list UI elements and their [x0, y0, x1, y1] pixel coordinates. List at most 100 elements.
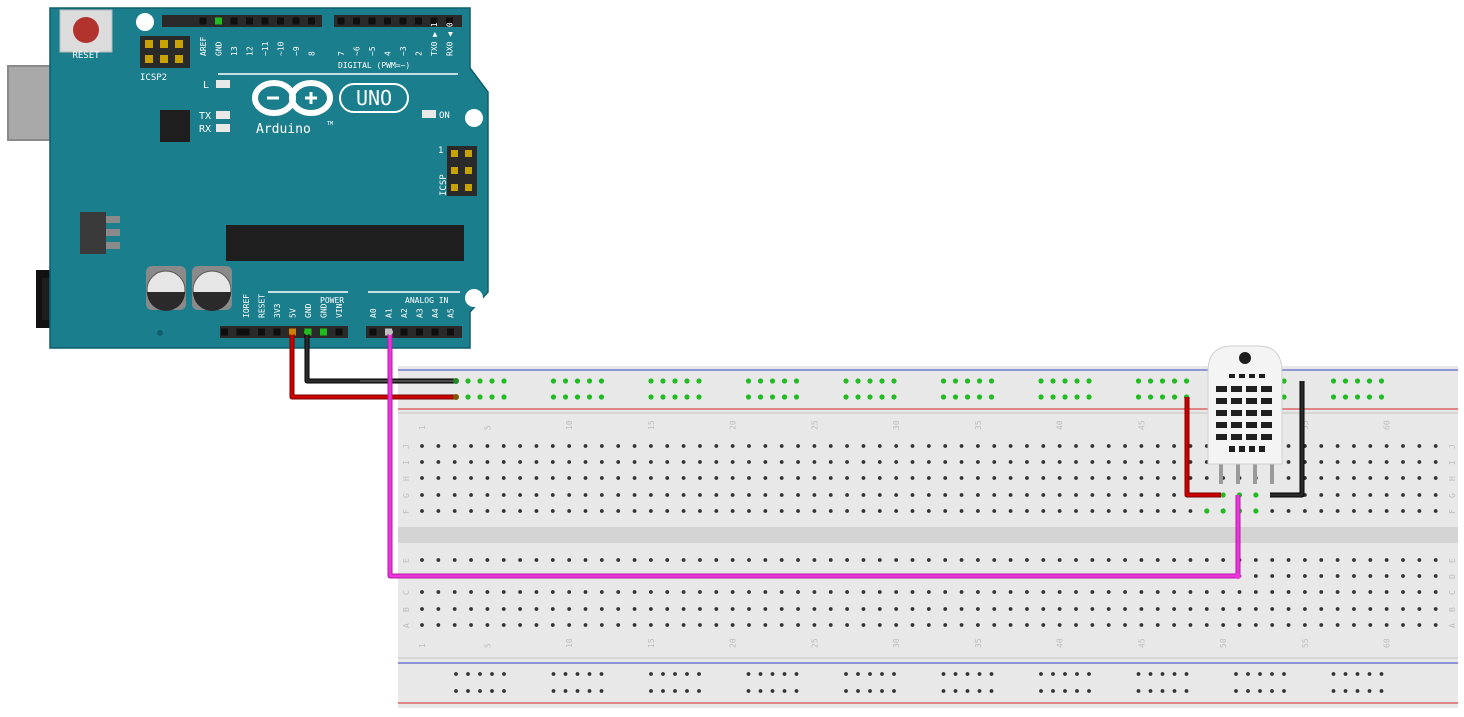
- rail-hole: [1087, 672, 1091, 676]
- rail-hole: [574, 394, 581, 400]
- breadboard-hole: [1253, 574, 1258, 578]
- breadboard-hole: [550, 493, 555, 497]
- sensor-vent: [1231, 434, 1242, 440]
- breadboard-hole: [877, 444, 882, 448]
- breadboard-hole: [501, 607, 506, 611]
- breadboard-hole: [1123, 509, 1127, 513]
- breadboard-hole: [436, 558, 441, 562]
- column-number: 55: [1301, 420, 1310, 430]
- breadboard-hole: [1041, 444, 1046, 448]
- breadboard-hole: [698, 460, 702, 464]
- breadboard-hole: [959, 509, 964, 513]
- breadboard-hole: [1074, 623, 1078, 627]
- breadboard-hole: [976, 558, 980, 562]
- rail-hole: [696, 394, 702, 400]
- breadboard-hole: [420, 493, 424, 497]
- header-pin: [384, 17, 391, 25]
- rail-hole: [465, 394, 471, 400]
- breadboard-hole: [812, 444, 817, 448]
- breadboard-hole: [1335, 574, 1340, 578]
- led-rx: [216, 124, 230, 132]
- header-pin: [277, 17, 284, 25]
- breadboard-hole: [992, 460, 997, 464]
- icsp2-header: [140, 36, 190, 68]
- breadboard-hole: [632, 444, 637, 448]
- rail-hole: [1148, 689, 1153, 693]
- breadboard-hole: [1188, 558, 1193, 562]
- led-tx: [216, 111, 230, 119]
- breadboard-hole: [926, 607, 931, 611]
- rail-hole: [965, 672, 970, 676]
- reset-button-cap[interactable]: [73, 17, 99, 43]
- sensor-vent: [1261, 410, 1272, 416]
- rail-hole: [952, 394, 959, 400]
- rail-hole: [1183, 378, 1190, 384]
- rail-hole: [1234, 689, 1238, 693]
- pin-label: ~5: [368, 46, 377, 56]
- breadboard-hole: [599, 493, 604, 497]
- breadboard-hole: [845, 558, 849, 562]
- breadboard-hole: [436, 623, 441, 627]
- breadboard-hole: [1221, 558, 1226, 562]
- breadboard-hole: [1319, 558, 1324, 562]
- breadboard-hole: [649, 493, 653, 497]
- breadboard-hole: [1139, 623, 1144, 627]
- column-number: 30: [892, 420, 901, 430]
- breadboard-hole: [1041, 493, 1046, 497]
- breadboard-hole: [1368, 444, 1373, 448]
- breadboard-hole: [1025, 460, 1029, 464]
- rail-hole: [940, 378, 947, 384]
- breadboard-hole: [1172, 476, 1176, 480]
- breadboard-hole: [1057, 493, 1062, 497]
- pin-label: VIN: [335, 303, 344, 318]
- rail-hole: [673, 672, 677, 676]
- breadboard-hole: [861, 558, 866, 562]
- breadboard-hole: [583, 476, 588, 480]
- breadboard-hole: [469, 607, 473, 611]
- breadboard-hole: [714, 607, 719, 611]
- breadboard-hole: [501, 509, 506, 513]
- breadboard-hole: [550, 623, 555, 627]
- breadboard-hole: [599, 476, 604, 480]
- rail-hole: [781, 378, 788, 384]
- row-letter: E: [402, 558, 411, 563]
- breadboard-hole: [567, 509, 572, 513]
- breadboard-hole: [1270, 607, 1275, 611]
- breadboard-hole: [714, 623, 719, 627]
- rail-hole: [1074, 394, 1080, 400]
- breadboard-hole: [1417, 444, 1422, 448]
- breadboard-hole: [1188, 509, 1193, 513]
- pin-label: RX0 ◀ 0: [446, 22, 455, 56]
- breadboard-hole: [501, 476, 506, 480]
- breadboard-hole: [1417, 607, 1422, 611]
- rail-hole: [465, 378, 471, 384]
- breadboard-hole: [1303, 558, 1307, 562]
- header-pin: [308, 17, 315, 25]
- breadboard-hole: [1123, 444, 1127, 448]
- breadboard-hole: [779, 509, 784, 513]
- breadboard-hole: [1025, 623, 1029, 627]
- breadboard-hole: [501, 558, 506, 562]
- breadboard-hole: [1417, 460, 1422, 464]
- breadboard-hole: [1384, 460, 1389, 464]
- breadboard-hole: [1139, 509, 1144, 513]
- sensor-vent: [1229, 374, 1235, 378]
- rail-hole: [843, 394, 849, 400]
- breadboard-hole: [1368, 460, 1373, 464]
- breadboard-hole: [1172, 590, 1176, 594]
- breadboard-hole: [698, 444, 702, 448]
- rail-hole: [478, 672, 482, 676]
- reset-button[interactable]: [59, 9, 113, 53]
- breadboard-hole: [681, 460, 686, 464]
- rail-hole: [977, 689, 982, 693]
- rail-hole: [649, 689, 653, 693]
- breadboard-hole: [1253, 492, 1259, 498]
- breadboard-hole: [1319, 476, 1324, 480]
- breadboard-hole: [1401, 590, 1405, 594]
- header-pin: [416, 328, 423, 336]
- rail-hole: [988, 378, 995, 384]
- column-number: 40: [1056, 638, 1065, 648]
- breadboard-hole: [1417, 509, 1422, 513]
- breadboard-hole: [534, 607, 539, 611]
- breadboard-hole: [1139, 444, 1144, 448]
